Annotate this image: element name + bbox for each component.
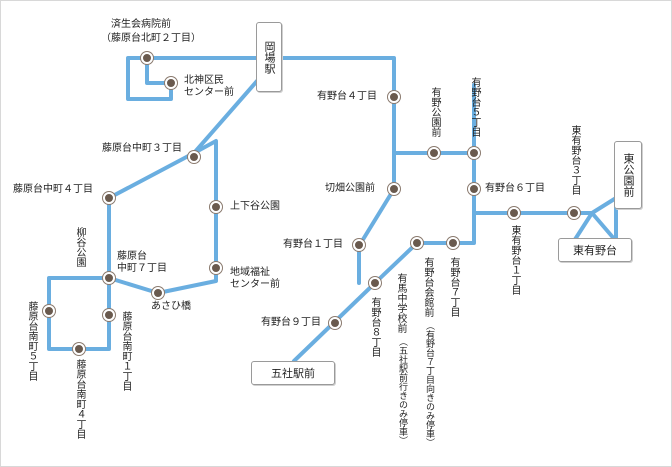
route-line-southwest-loop: [47, 276, 111, 351]
route-line-northwest-loop: [126, 56, 173, 101]
stop-chumachi4[interactable]: [103, 192, 115, 204]
stop-arino4[interactable]: [388, 91, 400, 103]
label-minami1: 藤原台南町１丁目: [120, 311, 131, 391]
route-lines-group: [47, 56, 618, 363]
route-line-higashi-loop: [572, 196, 618, 243]
route-line-okaba-southwest: [107, 79, 259, 280]
label-arino7: 有野台７丁目: [448, 257, 459, 317]
stop-kiribata[interactable]: [388, 183, 400, 195]
label-arino5: 有野台５丁目: [469, 77, 480, 137]
label-minami4: 藤原台南町４丁目: [74, 359, 85, 439]
stop-chiiki[interactable]: [210, 262, 222, 274]
label-arino4: 有野台４丁目: [317, 91, 377, 102]
label-arino9: 有野台９丁目: [261, 317, 321, 328]
label-chumachi4: 藤原台中町４丁目: [13, 184, 93, 195]
stop-chumachi3[interactable]: [188, 151, 200, 163]
stop-arino5[interactable]: [468, 147, 480, 159]
label-saiseikai: 済生会病院前: [111, 19, 171, 30]
label-yanagitani: 柳谷公園: [74, 227, 85, 267]
stop-arino-koen[interactable]: [428, 147, 440, 159]
label-kiribata: 切畑公園前: [325, 183, 375, 194]
label-arima-chu-note: （五社駅前行きのみ停車）: [397, 337, 407, 445]
stop-arino1[interactable]: [353, 239, 365, 251]
label-chumachi7: 藤原台 中町７丁目: [117, 251, 167, 274]
label-kaikan-note: （有野台７丁目向きのみ停車）: [424, 321, 434, 447]
label-kita-center: 北神区民 センター前: [184, 75, 234, 98]
stop-higashi3[interactable]: [568, 207, 580, 219]
stop-kita-center[interactable]: [165, 77, 177, 89]
stop-kaikan[interactable]: [411, 237, 423, 249]
stop-minami1[interactable]: [103, 309, 115, 321]
label-kaikan: 有野台会館前: [422, 257, 433, 317]
label-kamitani: 上下谷公園: [230, 201, 280, 212]
label-chiiki: 地域福祉 センター前: [230, 267, 280, 290]
route-line-arino5-arino7: [292, 83, 476, 363]
stop-arino9[interactable]: [329, 317, 341, 329]
label-higashi3: 東有野台３丁目: [569, 125, 580, 195]
stop-arino7[interactable]: [447, 237, 459, 249]
label-arino8: 有野台８丁目: [369, 297, 380, 357]
stop-arima-chu[interactable]: [369, 277, 381, 289]
stop-minami5[interactable]: [43, 305, 55, 317]
terminal-higashi-aritai[interactable]: 東有野台: [558, 238, 632, 262]
stop-kamitani[interactable]: [210, 201, 222, 213]
label-higashi1: 東有野台１丁目: [509, 225, 520, 295]
stop-higashi1[interactable]: [508, 207, 520, 219]
label-arino-koen: 有野公園前: [429, 87, 440, 137]
label-arino1: 有野台１丁目: [283, 239, 343, 250]
label-asahi: あさひ橋: [151, 301, 191, 312]
label-minami5: 藤原台南町５丁目: [26, 301, 37, 381]
label-arino6: 有野台６丁目: [485, 183, 545, 194]
label-arima-chu: 有馬中学校前: [395, 273, 406, 333]
stop-minami4[interactable]: [73, 343, 85, 355]
stop-saiseikai[interactable]: [141, 52, 153, 64]
label-chumachi3: 藤原台中町３丁目: [102, 143, 182, 154]
stop-chumachi7[interactable]: [103, 272, 115, 284]
stop-asahi[interactable]: [152, 287, 164, 299]
stop-arino6[interactable]: [468, 183, 480, 195]
terminal-okaba-station[interactable]: 岡場駅: [256, 22, 282, 92]
route-line-kamitani: [107, 139, 218, 295]
terminal-higashi-koen[interactable]: 東公園前: [614, 141, 642, 209]
terminal-gosha-station[interactable]: 五社駅前: [251, 361, 335, 385]
label-saiseikai-sub: （藤原台北町２丁目）: [101, 33, 201, 44]
